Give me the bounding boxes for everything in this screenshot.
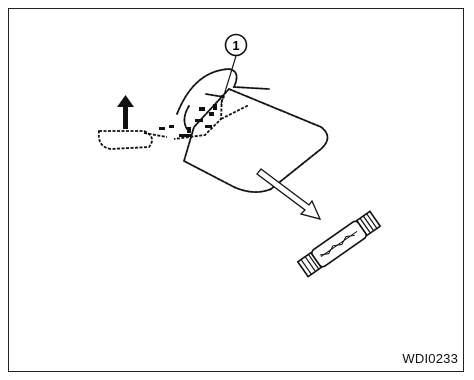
festoon-bulb [297,211,381,278]
lamp-housing [177,69,328,192]
up-arrow-icon [117,95,134,129]
illustration-frame: 1 WDI0233 [8,8,464,372]
figure-code: WDI0233 [402,351,458,366]
lamp-replacement-diagram: 1 [9,9,465,373]
direction-arrow-icon [257,169,320,219]
callout-number: 1 [232,38,239,53]
pry-tool [99,131,167,149]
